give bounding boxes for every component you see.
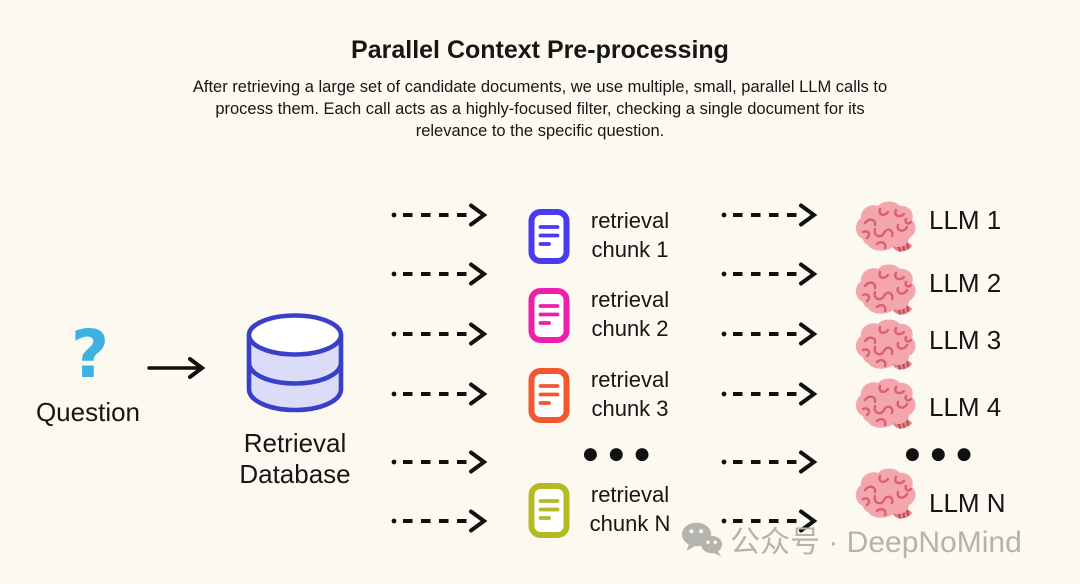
brain-icon xyxy=(854,318,917,371)
brain-icon xyxy=(854,200,917,253)
llm-label: LLM 4 xyxy=(929,392,1002,422)
page-title: Parallel Context Pre-processing xyxy=(351,36,729,64)
question-label: Question xyxy=(35,397,141,427)
ellipsis-dots: ●●● xyxy=(905,444,983,464)
dashed-arrow-icon xyxy=(719,382,816,406)
chunk-label: retrieval chunk N xyxy=(570,480,690,538)
chunk-label: retrieval chunk 2 xyxy=(570,285,690,343)
chunk-label: retrieval chunk 3 xyxy=(570,365,690,423)
database-label: Retrieval Database xyxy=(219,428,371,490)
database-label-line: Retrieval xyxy=(243,428,347,458)
dashed-arrow-icon xyxy=(389,262,486,286)
chunk-label-line: chunk 3 xyxy=(591,396,669,421)
dashed-arrow-icon xyxy=(719,450,816,474)
document-icon xyxy=(527,287,571,344)
wechat-icon xyxy=(681,522,723,557)
dashed-arrow-icon xyxy=(389,203,486,227)
dashed-arrow-icon xyxy=(719,203,816,227)
dashed-arrow-icon xyxy=(389,450,486,474)
dashed-arrow-icon xyxy=(389,322,486,346)
document-icon xyxy=(527,367,571,424)
database-icon xyxy=(246,313,344,413)
chunk-label-line: chunk N xyxy=(589,511,671,536)
dashed-arrow-icon xyxy=(389,382,486,406)
chunk-label-line: chunk 2 xyxy=(591,316,669,341)
chunk-label-line: retrieval xyxy=(590,482,670,507)
subtitle-line: relevance to the specific question. xyxy=(415,122,665,140)
subtitle-line: After retrieving a large set of candidat… xyxy=(192,78,888,96)
llm-label: LLM N xyxy=(929,488,1006,518)
question-mark-icon: ? xyxy=(70,316,110,393)
dashed-arrow-icon xyxy=(389,509,486,533)
ellipsis-dots: ●●● xyxy=(583,444,661,464)
brain-icon xyxy=(854,263,917,316)
subtitle-line: process them. Each call acts as a highly… xyxy=(215,100,865,118)
watermark-text: 公众号 · DeepNoMind xyxy=(730,526,1022,559)
document-icon xyxy=(527,482,571,539)
dashed-arrow-icon xyxy=(719,262,816,286)
chunk-label-line: chunk 1 xyxy=(591,237,669,262)
page-subtitle: After retrieving a large set of candidat… xyxy=(0,76,1080,142)
llm-label: LLM 3 xyxy=(929,325,1002,355)
watermark: 公众号 · DeepNoMind xyxy=(681,518,1022,560)
llm-label: LLM 1 xyxy=(929,205,1002,235)
brain-icon xyxy=(854,377,917,430)
llm-label: LLM 2 xyxy=(929,268,1002,298)
arrow-right-icon xyxy=(147,357,206,379)
chunk-label: retrieval chunk 1 xyxy=(570,206,690,264)
dashed-arrow-icon xyxy=(719,322,816,346)
chunk-label-line: retrieval xyxy=(590,287,670,312)
database-label-line: Database xyxy=(239,459,351,489)
chunk-label-line: retrieval xyxy=(590,208,670,233)
document-icon xyxy=(527,208,571,265)
chunk-label-line: retrieval xyxy=(590,367,670,392)
